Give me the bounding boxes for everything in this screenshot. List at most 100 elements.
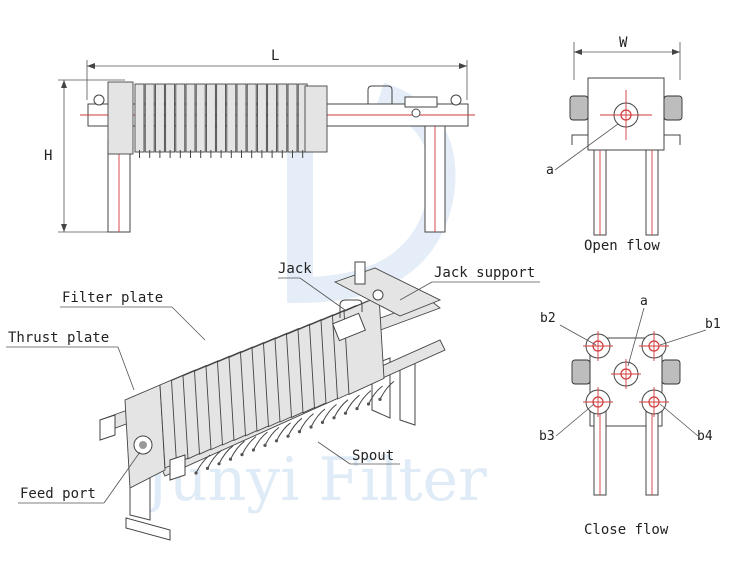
side-filter-plate [236, 83, 247, 153]
close-right-handle [661, 359, 681, 385]
side-filter-plate [185, 83, 196, 153]
side-head-plate [304, 85, 328, 153]
iso-jack-support-wheel [372, 289, 384, 301]
open-right-handle [663, 95, 683, 121]
close-leader-b2 [559, 324, 597, 346]
iso-feed-port-core [139, 441, 147, 449]
leader-feed-port [103, 451, 141, 504]
side-filter-plate [287, 83, 298, 153]
iso-filter-plate [343, 295, 385, 396]
open-flow-title: Open flow [584, 238, 660, 254]
side-filter-plate [134, 83, 145, 153]
open-port-label: a [546, 163, 554, 178]
side-filter-plate [144, 83, 155, 153]
iso-spout-tip [309, 425, 313, 429]
side-jack-support [404, 96, 438, 108]
dim-l-label: L [271, 48, 279, 64]
iso-spout-tip [263, 443, 267, 447]
iso-beam-end-front [169, 454, 186, 481]
iso-spout-tip [343, 411, 348, 415]
iso-spout-row [194, 381, 395, 475]
iso-spout [310, 408, 326, 428]
side-view: L H [44, 48, 475, 233]
iso-jack-handle [339, 299, 363, 318]
side-plate-stack [134, 83, 308, 158]
iso-spout [264, 427, 280, 446]
iso-spout-tip [194, 471, 198, 475]
label-filter-plate: Filter plate [62, 290, 163, 306]
side-jack-handle [367, 85, 393, 104]
iso-spout [253, 431, 268, 451]
label-thrust-plate: Thrust plate [8, 330, 109, 346]
iso-spout [368, 385, 383, 405]
iso-spout-tip [217, 462, 221, 466]
iso-spout-tip [251, 448, 256, 452]
side-filter-plate [205, 83, 216, 153]
iso-spout-tip [332, 416, 336, 420]
label-spout: Spout [352, 448, 394, 464]
leader-thrust-plate [117, 346, 135, 391]
side-filter-plate [267, 83, 278, 153]
iso-front-foot [125, 517, 171, 541]
iso-spout [299, 413, 314, 432]
close-flow-view: a b1 b2 b3 b4 Close flow [539, 294, 721, 538]
open-left-handle [569, 95, 589, 121]
iso-spout-tip [378, 397, 382, 401]
iso-spout-tip [240, 453, 244, 457]
close-label-b4: b4 [697, 429, 713, 444]
iso-spout [322, 404, 337, 423]
label-feed-port: Feed port [20, 486, 96, 502]
close-label-a: a [640, 294, 648, 309]
open-flow-view: W a Open flow [546, 35, 683, 254]
side-left-lug [93, 94, 105, 106]
close-leader-b3 [555, 403, 595, 437]
side-filter-plate [246, 83, 257, 153]
leader-jack [299, 277, 346, 311]
close-label-b3: b3 [539, 429, 555, 444]
side-right-lug [450, 94, 462, 106]
close-leader-a [627, 307, 645, 367]
close-label-b2: b2 [540, 311, 556, 326]
side-filter-plate [175, 83, 186, 153]
open-left-tap [571, 134, 588, 145]
iso-spout [276, 422, 291, 442]
close-label-b1: b1 [705, 317, 721, 332]
iso-jack-support-post [354, 261, 366, 285]
iso-spout-tip [355, 407, 359, 411]
iso-spout [230, 440, 245, 460]
leader-jack-support [399, 281, 433, 301]
iso-spout [356, 390, 372, 409]
leader-filter-plate [171, 306, 206, 341]
label-jack: Jack [278, 261, 312, 277]
iso-plate-stack [159, 295, 385, 469]
side-filter-plate [226, 83, 237, 153]
close-flow-title: Close flow [584, 522, 669, 538]
side-filter-plate [195, 83, 206, 153]
side-filter-plate [165, 83, 176, 153]
iso-spout [195, 454, 211, 474]
iso-spout-tip [320, 420, 325, 424]
label-jack-support: Jack support [434, 265, 535, 281]
iso-spout-tip [366, 402, 371, 406]
side-thrust-plate [107, 81, 134, 155]
close-left-handle [571, 359, 591, 385]
close-leader-b4 [659, 403, 699, 437]
open-right-tap [664, 134, 681, 145]
dim-h-label: H [44, 148, 52, 164]
iso-spout-tip [274, 439, 279, 443]
leader-spout [317, 441, 351, 465]
side-filter-plate [216, 83, 227, 153]
iso-spout [345, 394, 360, 414]
iso-spout [379, 381, 395, 400]
isometric-view: Jack Jack support Filter plate Thrust pl… [6, 261, 540, 541]
open-port-leader [554, 123, 619, 171]
side-jack-wheel [411, 108, 421, 118]
dim-w-label: W [619, 35, 628, 51]
iso-spout-tip [286, 434, 290, 438]
iso-spout [241, 436, 257, 455]
iso-spout [333, 399, 349, 419]
iso-beam-end-left [99, 414, 116, 441]
iso-spout-tip [297, 430, 302, 434]
side-filter-plate [277, 83, 288, 153]
